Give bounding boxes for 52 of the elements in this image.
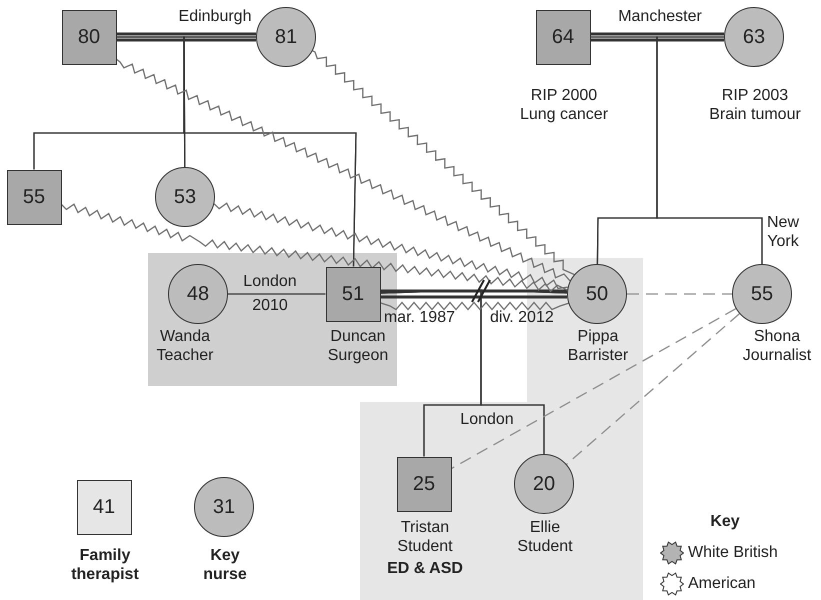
age-number: 48 (186, 284, 210, 304)
connector-line (656, 36, 763, 264)
age-number: 80 (78, 27, 100, 47)
conflict-line (214, 202, 568, 290)
person-caption: Wanda Teacher (156, 327, 214, 366)
age-number: 64 (552, 27, 574, 47)
conflict-line (116, 58, 570, 282)
date-label: div. 2012 (490, 308, 555, 328)
legend-label: American (688, 574, 756, 594)
conflict-line (380, 302, 569, 310)
male-square (6, 170, 62, 224)
edge-label: London 2010 (242, 272, 298, 316)
person-caption: Duncan Surgeon (326, 327, 390, 366)
note-label: Key nurse (202, 546, 248, 584)
connector-line (480, 289, 568, 454)
person-caption: Ellie Student (516, 518, 574, 556)
date-label: mar. 1987 (382, 308, 455, 328)
legend-title: Key (709, 512, 741, 532)
age-number: 63 (742, 27, 766, 47)
person-caption: RIP 2003 Brain tumour (708, 86, 802, 124)
relationship-line (451, 308, 736, 470)
age-number: 55 (750, 284, 774, 304)
age-number: 31 (212, 497, 236, 517)
age-number: 25 (412, 474, 436, 494)
relationship-line (566, 313, 740, 465)
person-caption: New York (766, 213, 800, 252)
marriage-line (589, 32, 726, 42)
age-number: 20 (532, 474, 556, 494)
conflict-line (312, 50, 574, 276)
age-number: 81 (274, 27, 298, 47)
note-label: ED & ASD (386, 559, 464, 578)
connector-line (228, 293, 326, 295)
person-caption: RIP 2000 Lung cancer (518, 86, 610, 124)
relationship-line (627, 293, 732, 295)
age-number: 53 (174, 187, 196, 207)
person-caption: Tristan Student (396, 518, 454, 556)
marriage-line (115, 32, 258, 42)
conflict-line (61, 203, 568, 292)
connector-line (183, 36, 357, 267)
legend-label: White British (688, 543, 778, 562)
age-number: 55 (22, 187, 46, 207)
edge-label: Manchester (617, 7, 703, 26)
edge-label: Edinburgh (178, 7, 252, 26)
person-caption: Shona Journalist (742, 327, 812, 366)
age-number: 51 (342, 284, 364, 304)
note-label: Family therapist (70, 546, 140, 584)
age-number: 50 (586, 284, 608, 304)
marriage-line (379, 290, 568, 298)
age-number: 41 (92, 497, 116, 517)
person-caption: Pippa Barrister (566, 327, 630, 366)
edge-label: London (459, 410, 515, 430)
male-square (62, 10, 116, 64)
